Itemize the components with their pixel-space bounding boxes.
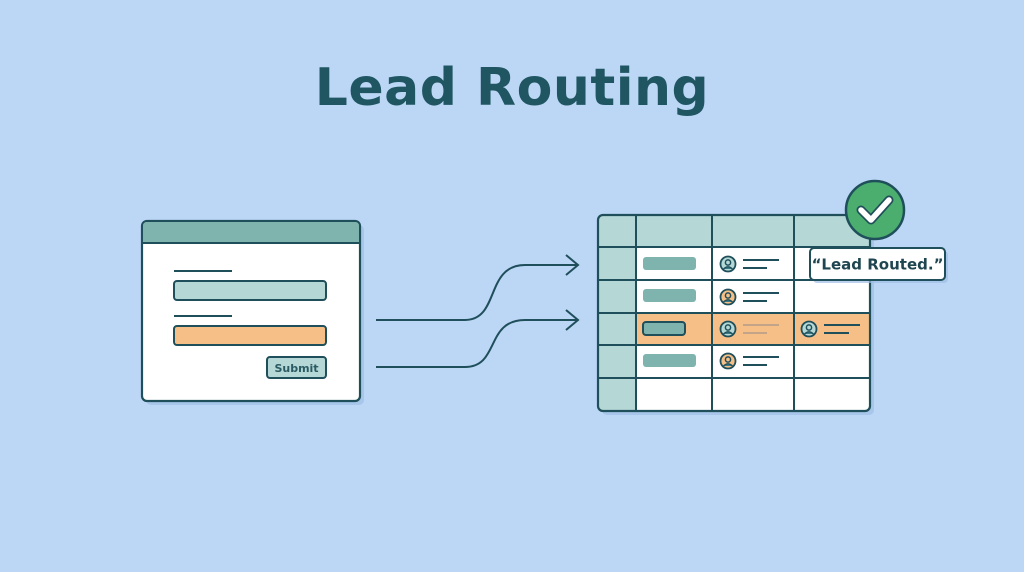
submit-button[interactable]: Submit bbox=[266, 356, 327, 379]
lead-routed-tooltip: “Lead Routed.” bbox=[809, 247, 948, 283]
arrowhead bbox=[565, 309, 580, 331]
lead-cell bbox=[643, 289, 696, 302]
arrow-right-icon bbox=[376, 319, 577, 368]
routing-table bbox=[596, 213, 874, 415]
user-avatar-icon bbox=[800, 320, 818, 338]
page-title: Lead Routing bbox=[314, 58, 710, 118]
lead-cell bbox=[643, 354, 696, 367]
user-avatar-icon bbox=[719, 288, 737, 306]
user-avatar-icon bbox=[719, 255, 737, 273]
user-avatar-icon bbox=[719, 320, 737, 338]
form-window: Submit bbox=[140, 219, 364, 405]
lead-cell bbox=[642, 321, 686, 336]
check-circle-icon bbox=[844, 179, 906, 241]
tooltip-text: “Lead Routed.” bbox=[812, 256, 944, 274]
user-avatar-icon bbox=[719, 352, 737, 370]
submit-label: Submit bbox=[274, 362, 318, 375]
arrowhead bbox=[565, 254, 580, 276]
highlighted-field[interactable] bbox=[173, 325, 327, 346]
text-field[interactable] bbox=[173, 280, 327, 301]
lead-cell bbox=[643, 257, 696, 270]
arrow-right-icon bbox=[376, 264, 577, 321]
routing-arrows bbox=[376, 254, 580, 368]
